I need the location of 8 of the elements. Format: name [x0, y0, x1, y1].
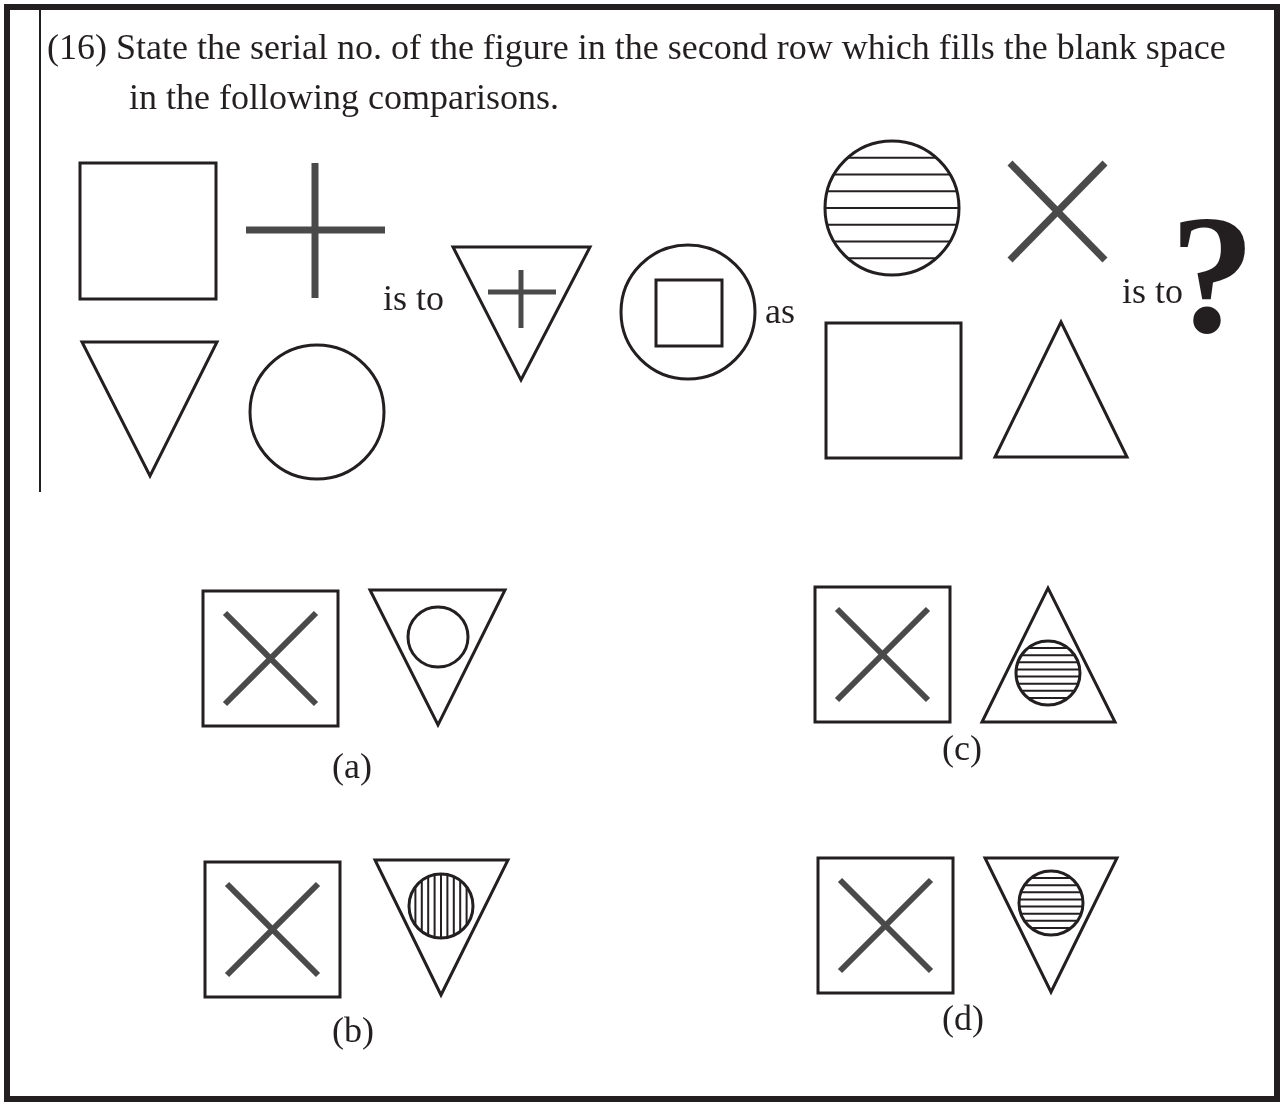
option-label: (b) [332, 1012, 374, 1048]
connecting-word: is to [1122, 273, 1183, 309]
option-label: (d) [942, 1000, 984, 1036]
option-label: (c) [942, 730, 982, 766]
question-text: (16) State the serial no. of the figure in the second row which fills the blank space in the following comparisons. [47, 26, 1227, 119]
connecting-word: is to [383, 280, 444, 316]
connecting-word: as [765, 293, 795, 329]
option-label: (a) [332, 748, 372, 784]
